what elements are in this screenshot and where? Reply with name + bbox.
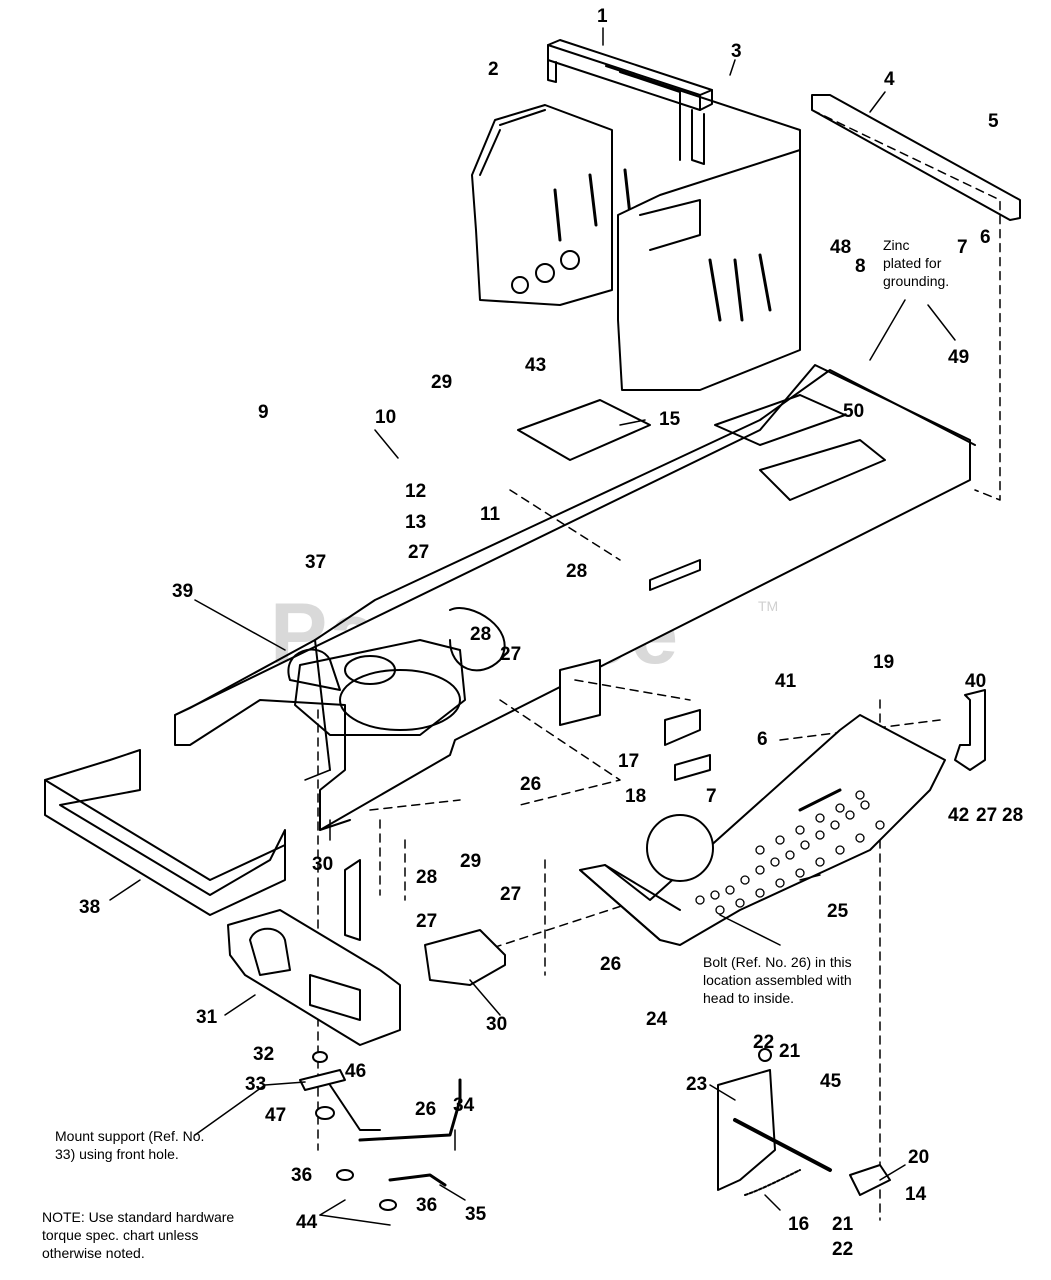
cover-plate-part: [517, 399, 651, 461]
callout-28d: 28: [416, 867, 438, 888]
callout-45: 45: [820, 1071, 842, 1092]
callout-24: 24: [646, 1009, 668, 1030]
callout-8: 8: [855, 256, 866, 277]
leader-lines: [109, 27, 956, 1226]
callout-30a: 30: [312, 854, 334, 875]
dash-frame-part: [471, 39, 801, 391]
bracket-30-upper: [344, 859, 361, 941]
callout-12: 12: [405, 481, 427, 502]
footrest-holes: [695, 790, 885, 915]
callout-3: 3: [731, 41, 742, 62]
link-17-part: [664, 709, 701, 746]
callout-9: 9: [258, 402, 269, 423]
callout-20: 20: [908, 1147, 930, 1168]
callout-44: 44: [296, 1212, 318, 1233]
callout-1: 1: [597, 6, 608, 27]
callout-23: 23: [686, 1074, 708, 1095]
callout-49: 49: [948, 347, 970, 368]
callout-22a: 22: [753, 1032, 775, 1053]
callout-47: 47: [265, 1105, 287, 1126]
callout-27e: 27: [416, 911, 438, 932]
callout-50: 50: [843, 401, 865, 422]
callout-2: 2: [488, 59, 499, 80]
callout-40: 40: [965, 671, 987, 692]
callout-29b: 29: [460, 851, 482, 872]
callout-28c: 28: [1002, 805, 1024, 826]
callout-28a: 28: [566, 561, 588, 582]
callout-36b: 36: [416, 1195, 438, 1216]
callout-7: 7: [957, 237, 968, 258]
callout-27b: 27: [500, 644, 522, 665]
note-mount-support: Mount support (Ref. No. 33) using front …: [55, 1128, 205, 1162]
main-frame-part: [174, 364, 976, 831]
callout-15: 15: [659, 409, 681, 430]
callout-11: 11: [480, 504, 501, 525]
callout-14: 14: [905, 1184, 927, 1205]
callout-18: 18: [625, 786, 647, 807]
callout-39: 39: [172, 581, 194, 602]
callout-21b: 21: [832, 1214, 854, 1235]
callout-30b: 30: [486, 1014, 508, 1035]
callout-29: 29: [431, 372, 453, 393]
callout-6: 6: [980, 227, 991, 248]
callout-38: 38: [79, 897, 101, 918]
footrest-part: [579, 714, 946, 946]
linkage-parts: [299, 1051, 462, 1211]
bracket-30-lower: [424, 929, 506, 986]
axle-support-part: [227, 909, 401, 1046]
callout-27d: 27: [500, 884, 522, 905]
callout-26c: 26: [415, 1099, 437, 1120]
callout-27a: 27: [408, 542, 430, 563]
callout-7b: 7: [706, 786, 717, 807]
callout-4: 4: [884, 69, 895, 90]
callout-26b: 26: [600, 954, 622, 975]
callout-48: 48: [830, 237, 852, 258]
callout-28b: 28: [470, 624, 492, 645]
callout-35: 35: [465, 1204, 487, 1225]
callout-5: 5: [988, 111, 999, 132]
callout-46: 46: [345, 1061, 367, 1082]
front-bumper-part: [44, 749, 286, 916]
callout-33: 33: [245, 1074, 267, 1095]
callout-10: 10: [375, 407, 397, 428]
callout-36a: 36: [291, 1165, 313, 1186]
callout-22b: 22: [832, 1239, 854, 1260]
callout-37: 37: [305, 552, 327, 573]
callout-25: 25: [827, 901, 849, 922]
link-18-part: [674, 754, 711, 781]
callout-41: 41: [775, 671, 797, 692]
callout-21a: 21: [779, 1041, 801, 1062]
note-bolt-location: Bolt (Ref. No. 26) in this location asse…: [703, 954, 852, 1006]
callout-26a: 26: [520, 774, 542, 795]
axle-support-window: [309, 974, 361, 1021]
watermark-tm: TM: [758, 598, 779, 614]
callout-43: 43: [525, 355, 547, 376]
note-zinc-plated: Zinc plated for grounding.: [883, 237, 950, 289]
callout-16: 16: [788, 1214, 810, 1235]
bracket-40-part: [954, 689, 986, 771]
pedal-assembly-parts: [717, 1048, 891, 1196]
callout-42: 42: [948, 805, 970, 826]
front-bumper-edge: [44, 779, 286, 881]
callout-27c: 27: [976, 805, 998, 826]
callout-13: 13: [405, 512, 427, 533]
callout-6b: 6: [757, 729, 768, 750]
callout-32: 32: [253, 1044, 275, 1065]
axle-support-cutout: [249, 927, 291, 976]
note-hardware-torque: NOTE: Use standard hardware torque spec.…: [42, 1209, 235, 1261]
callout-31: 31: [196, 1007, 218, 1028]
callout-19: 19: [873, 652, 895, 673]
callout-34: 34: [453, 1095, 475, 1116]
callout-17: 17: [618, 751, 640, 772]
